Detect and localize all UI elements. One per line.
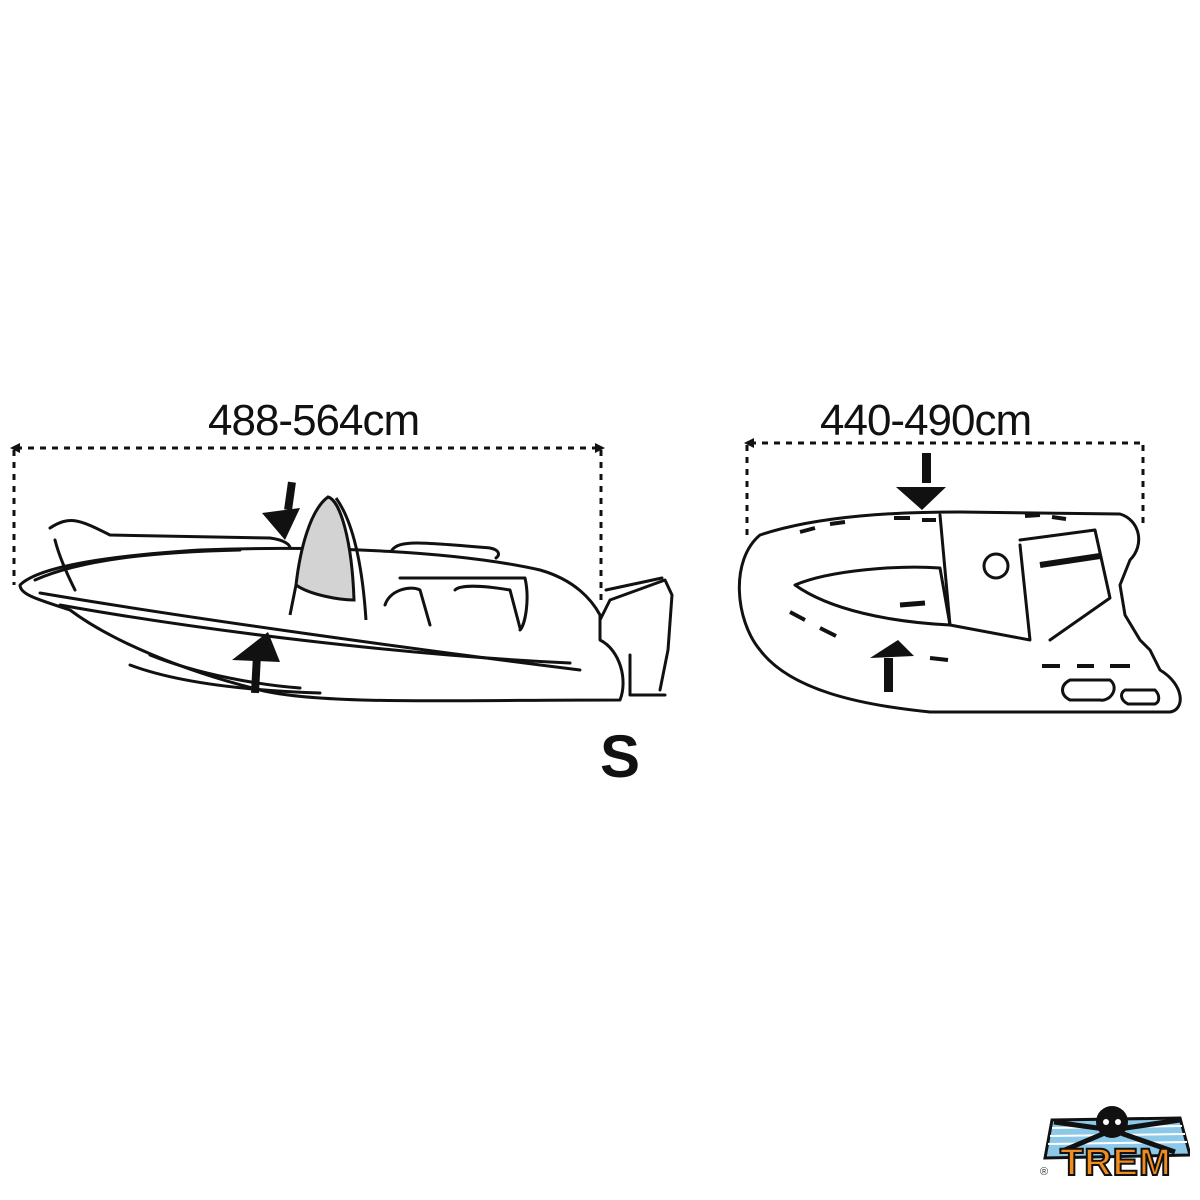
right-boat-length-label: 440-490cm <box>820 396 1032 445</box>
left-arrow-top-icon <box>262 481 300 540</box>
right-arrow-bottom-icon <box>870 640 914 692</box>
left-boat-drawing <box>18 519 674 703</box>
trem-logo: ® TREM <box>1040 1100 1190 1190</box>
right-arrow-top-icon <box>896 453 946 510</box>
right-dimension-line <box>745 441 1145 535</box>
logo-text: TREM <box>1059 1141 1172 1185</box>
right-boat-drawing <box>737 510 1182 714</box>
left-boat-length-label: 488-564cm <box>208 396 420 445</box>
registered-mark: ® <box>1040 1166 1049 1178</box>
rib-tube-dashes <box>789 513 1130 668</box>
left-dimension-line <box>12 446 603 600</box>
size-letter: S <box>600 723 641 790</box>
windshield-shade <box>294 495 356 602</box>
left-arrow-bottom-icon <box>232 632 280 694</box>
octopus-icon <box>1043 1106 1190 1160</box>
